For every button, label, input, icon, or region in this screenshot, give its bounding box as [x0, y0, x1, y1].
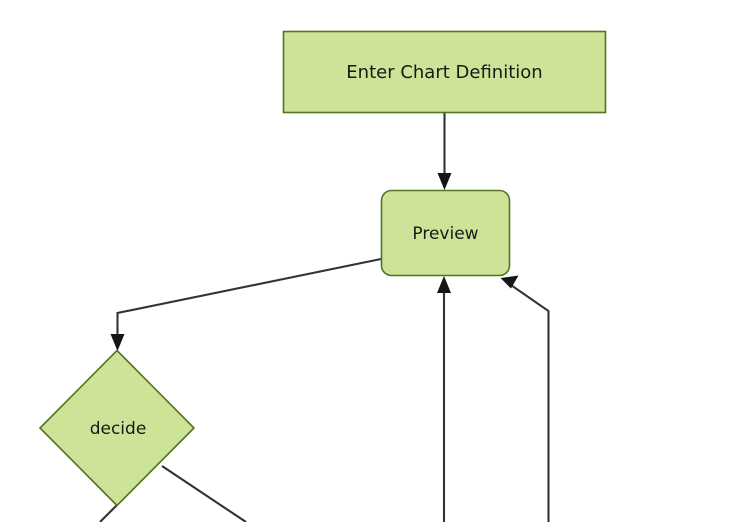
node-enter-chart-definition-shape	[282, 30, 607, 114]
node-preview-label: Preview	[412, 224, 478, 244]
node-decide[interactable]: decide	[38, 349, 196, 507]
edge-decide-to-bottom-left	[99, 504, 118, 522]
node-preview[interactable]: Preview	[380, 189, 511, 277]
arrowhead-enter-preview	[437, 173, 452, 190]
arrowhead-bottom-center-preview	[437, 276, 451, 293]
edge-line-decide-bottom-right	[161, 465, 247, 522]
node-enter-chart-definition[interactable]: Enter Chart Definition	[282, 30, 607, 114]
edge-bottom-center-to-preview	[437, 276, 451, 522]
edge-decide-to-bottom-right	[161, 465, 247, 522]
arrowhead-preview-decide	[110, 334, 125, 351]
edge-line-bottom-right-preview	[507, 282, 550, 522]
edge-preview-to-decide	[110, 257, 382, 351]
node-preview-shape	[380, 189, 511, 277]
edge-enter-to-preview	[437, 113, 452, 190]
node-enter-chart-definition-label: Enter Chart Definition	[346, 62, 542, 83]
arrowhead-bottom-right-preview	[500, 275, 519, 289]
edge-line-preview-decide	[116, 257, 382, 342]
edge-bottom-right-to-preview	[500, 275, 550, 522]
edge-line-decide-bottom-left	[99, 504, 118, 522]
node-decide-shape	[38, 349, 196, 507]
node-decide-label: decide	[90, 419, 147, 439]
